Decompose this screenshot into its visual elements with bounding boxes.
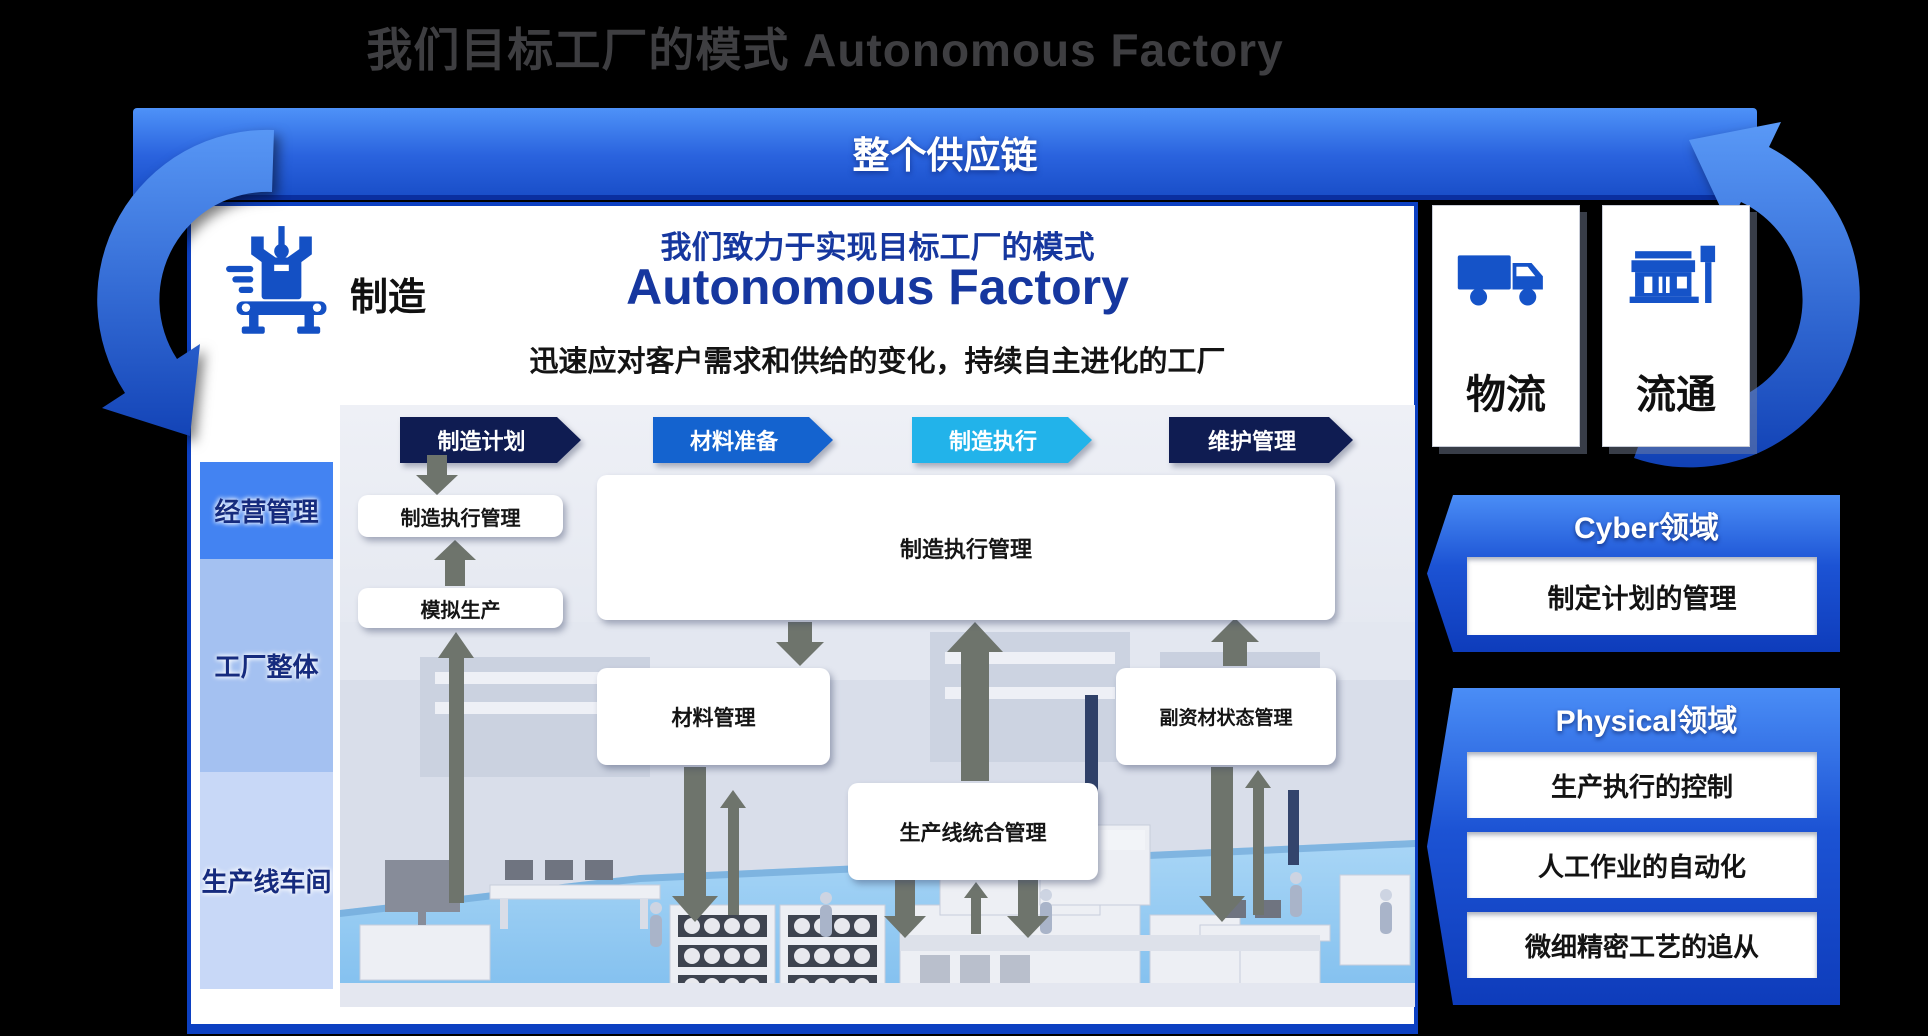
module-label: 材料管理 <box>671 706 756 730</box>
store-icon <box>1629 245 1716 303</box>
card-logistics: 物流 <box>1432 205 1580 447</box>
cyber-domain-item: 制定计划的管理 <box>1467 557 1817 635</box>
flow-arrow-up <box>964 882 988 934</box>
card-distribution: 流通 <box>1602 205 1750 447</box>
flow-arrow-down <box>416 455 458 495</box>
step-label: 材料准备 <box>689 429 778 454</box>
module-label: 制造执行管理 <box>400 507 521 530</box>
module-mes-top: 制造执行管理 <box>358 495 563 537</box>
domain-item-label: 生产执行的控制 <box>1550 771 1733 802</box>
card-label: 流通 <box>1636 373 1716 417</box>
step-label: 制造执行 <box>948 429 1037 454</box>
cyber-domain-shape: Cyber领域 制定计划的管理 <box>1427 495 1840 652</box>
level-label: 经营管理 <box>214 497 319 527</box>
physical-domain-item: 人工作业的自动化 <box>1467 832 1817 898</box>
flow-arrow-up <box>438 632 474 903</box>
panel-headline-en: Autonomous Factory <box>626 259 1129 315</box>
supply-chain-banner: 整个供应链 <box>133 108 1757 200</box>
physical-domain-item: 微细精密工艺的追从 <box>1467 912 1817 978</box>
domain-item-label: 微细精密工艺的追从 <box>1524 931 1759 962</box>
page-title: 我们目标工厂的模式 Autonomous Factory <box>366 24 1284 76</box>
module-material: 材料管理 <box>597 668 830 765</box>
step-manufacturing-execution: 制造执行 <box>912 417 1092 463</box>
supply-chain-label: 整个供应链 <box>852 134 1038 176</box>
panel-headline: 我们致力于实现目标工厂的模式 <box>660 230 1095 265</box>
physical-domain-title: Physical领域 <box>1555 705 1738 738</box>
level-factory: 工厂整体 <box>200 559 333 772</box>
card-label: 物流 <box>1466 373 1546 417</box>
cyber-domain-title: Cyber领域 <box>1573 512 1720 545</box>
domain-item-label: 制定计划的管理 <box>1547 583 1737 614</box>
flow-arrow-up <box>947 622 1003 781</box>
physical-domain-item: 生产执行的控制 <box>1467 752 1817 818</box>
module-label: 模拟生产 <box>420 599 501 622</box>
flow-arrow-up <box>1245 770 1271 915</box>
step-maintenance-management: 维护管理 <box>1169 417 1353 463</box>
step-label: 制造计划 <box>437 429 526 454</box>
module-simulation: 模拟生产 <box>358 588 563 628</box>
module-submaterial: 副资材状态管理 <box>1116 668 1336 765</box>
flow-arrow-up <box>720 790 746 915</box>
domain-item-label: 人工作业的自动化 <box>1537 851 1746 882</box>
step-material-preparation: 材料准备 <box>653 417 833 463</box>
level-label: 工厂整体 <box>214 652 319 682</box>
physical-domain-shape: Physical领域 生产执行的控制 人工作业的自动化 微细精密工艺的追从 <box>1427 688 1840 1005</box>
flow-arrow-down <box>672 767 718 922</box>
level-management: 经营管理 <box>200 462 333 559</box>
truck-icon <box>1457 255 1543 306</box>
level-production-line: 生产线车间 <box>200 772 333 989</box>
flow-arrow-down <box>1007 880 1049 938</box>
cyber-domain-panel: Cyber领域 制定计划的管理 <box>1427 495 1840 652</box>
flow-arrow-down <box>1199 767 1245 922</box>
level-label: 生产线车间 <box>201 867 332 897</box>
module-mes-main: 制造执行管理 <box>597 475 1335 620</box>
flow-arrow-up <box>1211 618 1259 666</box>
manufacturing-badge: 制造 <box>350 277 427 319</box>
module-label: 生产线统合管理 <box>899 821 1047 845</box>
flow-arrow-down <box>884 880 926 938</box>
module-label: 副资材状态管理 <box>1159 708 1293 729</box>
physical-domain-panel: Physical领域 生产执行的控制 人工作业的自动化 微细精密工艺的追从 <box>1427 688 1840 1005</box>
conveyor-machine-icon <box>226 226 327 334</box>
panel-subtitle: 迅速应对客户需求和供给的变化，持续自主进化的工厂 <box>529 346 1226 378</box>
flow-arrow-up <box>434 540 476 586</box>
module-line-integration: 生产线统合管理 <box>848 783 1098 880</box>
module-label: 制造执行管理 <box>899 536 1032 562</box>
step-label: 维护管理 <box>1207 429 1296 454</box>
flow-arrow-down <box>776 622 824 666</box>
